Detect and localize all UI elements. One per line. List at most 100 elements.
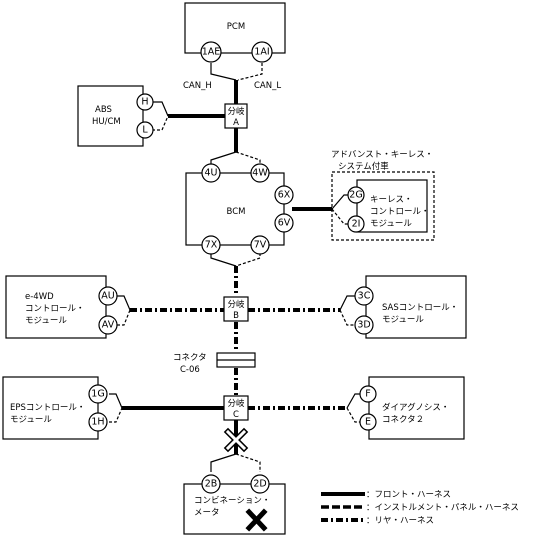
junction-b: 分岐 B xyxy=(223,296,249,322)
svg-text:分岐: 分岐 xyxy=(227,398,245,409)
junction-c-wires xyxy=(109,393,360,423)
meter-name-1: コンビネーション・ xyxy=(194,496,270,506)
e4wd-name-2: コントロール・ xyxy=(25,304,85,314)
meter-wires xyxy=(210,420,261,472)
advanced-keyless-subtitle: システム付車 xyxy=(338,161,389,172)
abs-pin-l: L xyxy=(136,121,154,139)
svg-text:2G: 2G xyxy=(349,190,362,201)
svg-text:2I: 2I xyxy=(352,219,361,230)
advanced-keyless-frame xyxy=(331,171,435,241)
abs-module: ABS HU/CM H L xyxy=(77,85,154,147)
keyless-pin-2g: 2G xyxy=(347,186,365,204)
sas-name-2: モジュール xyxy=(382,315,424,325)
sas-pin-3d: 3D xyxy=(354,315,374,335)
combination-meter: コンビネーション・ メータ 2B 2D xyxy=(183,474,286,535)
bcm-pin-6v: 6V xyxy=(274,213,294,233)
svg-text:1AE: 1AE xyxy=(202,47,221,58)
connector-c06: コネクタ C-06 xyxy=(173,352,256,375)
svg-text:F: F xyxy=(365,389,370,400)
keyless-name-1: キーレス・ xyxy=(370,195,413,205)
sas-name-1: SASコントロール・ xyxy=(382,303,458,313)
pcm-name: PCM xyxy=(227,22,245,32)
bcm-lower-wires xyxy=(210,253,261,296)
svg-text:AV: AV xyxy=(102,320,115,331)
keyless-module: キーレス・ コントロール・ モジュール 2G 2I xyxy=(347,179,430,233)
bcm-pin-6x: 6X xyxy=(274,185,294,205)
keyless-name-3: モジュール xyxy=(370,219,412,229)
pcm-pin-1ae: 1AE xyxy=(200,41,222,63)
svg-text:7V: 7V xyxy=(254,240,267,251)
svg-text:L: L xyxy=(142,125,148,136)
svg-text:6V: 6V xyxy=(278,218,291,229)
keyless-wires xyxy=(292,194,348,225)
e4wd-pin-av: AV xyxy=(98,315,118,335)
connector-label-2: C-06 xyxy=(180,365,200,375)
bcm-pin-7v: 7V xyxy=(250,235,270,255)
keyless-pin-2i: 2I xyxy=(347,215,365,233)
svg-text:AU: AU xyxy=(101,291,114,302)
svg-text:分岐: 分岐 xyxy=(227,299,245,310)
bcm-name: BCM xyxy=(227,207,246,217)
svg-text:1G: 1G xyxy=(91,389,104,400)
legend-rear: ：リヤ・ハーネス xyxy=(321,516,434,526)
legend-front: ：フロント・ハーネス xyxy=(321,490,451,500)
dlc-name-2: コネクタ２ xyxy=(382,415,424,425)
svg-text:7X: 7X xyxy=(205,240,218,251)
diagnosis-connector: ダイアグノシス・ コネクタ２ F E xyxy=(359,376,465,440)
svg-text:2D: 2D xyxy=(253,479,266,490)
can-h-label: CAN_H xyxy=(183,81,212,91)
bcm-pin-4u: 4U xyxy=(201,163,221,183)
abs-wires xyxy=(152,101,225,131)
svg-text:C: C xyxy=(233,410,239,420)
line-fault-x-icon xyxy=(223,427,249,453)
eps-pin-1g: 1G xyxy=(88,384,108,404)
svg-text:4U: 4U xyxy=(205,168,218,179)
e4wd-name-1: e-4WD xyxy=(25,292,54,302)
pcm-module: PCM 1AE 1AI xyxy=(184,2,286,63)
svg-text:1AI: 1AI xyxy=(254,47,269,58)
svg-text:H: H xyxy=(141,97,148,108)
sas-module: SASコントロール・ モジュール 3C 3D xyxy=(354,275,467,339)
bcm-upper-wires xyxy=(210,128,261,166)
pcm-wires xyxy=(210,63,263,104)
svg-text:E: E xyxy=(365,417,371,428)
svg-text:：フロント・ハーネス: ：フロント・ハーネス xyxy=(366,490,451,500)
keyless-name-2: コントロール・ xyxy=(370,207,430,217)
connector-label-1: コネクタ xyxy=(173,353,207,363)
legend: ：フロント・ハーネス ：インストルメント・パネル・ハーネス ：リヤ・ハーネス xyxy=(321,490,519,526)
svg-text:4W: 4W xyxy=(252,168,268,179)
svg-text:：リヤ・ハーネス: ：リヤ・ハーネス xyxy=(366,516,434,526)
dlc-pin-e: E xyxy=(359,413,377,431)
junction-c: 分岐 C xyxy=(223,395,249,421)
meter-name-2: メータ xyxy=(194,508,220,518)
e4wd-module: e-4WD コントロール・ モジュール AU AV xyxy=(5,275,118,339)
bcm-module: BCM 4U 4W 6X 6V 7X 7V xyxy=(185,163,294,255)
can-l-label: CAN_L xyxy=(254,81,281,91)
e4wd-pin-au: AU xyxy=(98,286,118,306)
pcm-pin-1ai: 1AI xyxy=(251,41,273,63)
eps-pin-1h: 1H xyxy=(88,412,108,432)
meter-pin-2b: 2B xyxy=(201,474,221,494)
svg-text:1H: 1H xyxy=(91,417,104,428)
x-mark-icon xyxy=(245,508,268,532)
bcm-pin-4w: 4W xyxy=(250,163,270,183)
svg-text:2B: 2B xyxy=(205,479,218,490)
svg-text:：インストルメント・パネル・ハーネス: ：インストルメント・パネル・ハーネス xyxy=(366,503,519,513)
svg-text:A: A xyxy=(233,118,239,128)
eps-name-1: EPSコントロール・ xyxy=(10,403,85,413)
svg-text:分岐: 分岐 xyxy=(227,106,245,117)
svg-text:B: B xyxy=(233,311,239,321)
sas-pin-3c: 3C xyxy=(354,286,374,306)
meter-pin-2d: 2D xyxy=(250,474,270,494)
advanced-keyless-title: アドバンスト・キーレス・ xyxy=(331,150,433,160)
bcm-pin-7x: 7X xyxy=(201,235,221,255)
dlc-pin-f: F xyxy=(359,385,377,403)
svg-text:3D: 3D xyxy=(357,320,370,331)
dlc-name-1: ダイアグノシス・ xyxy=(382,402,449,413)
svg-text:6X: 6X xyxy=(278,190,291,201)
abs-subname: HU/CM xyxy=(92,117,121,127)
legend-instrument: ：インストルメント・パネル・ハーネス xyxy=(321,503,519,513)
junction-a: 分岐 A xyxy=(224,103,248,129)
eps-module: EPSコントロール・ モジュール 1G 1H xyxy=(2,376,108,440)
